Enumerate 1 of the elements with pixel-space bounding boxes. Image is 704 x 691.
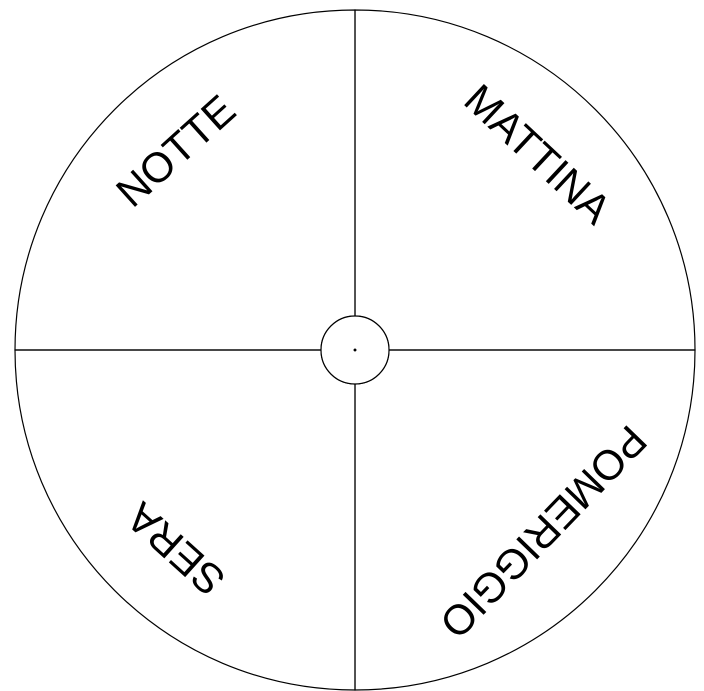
hub-circle xyxy=(320,315,390,385)
